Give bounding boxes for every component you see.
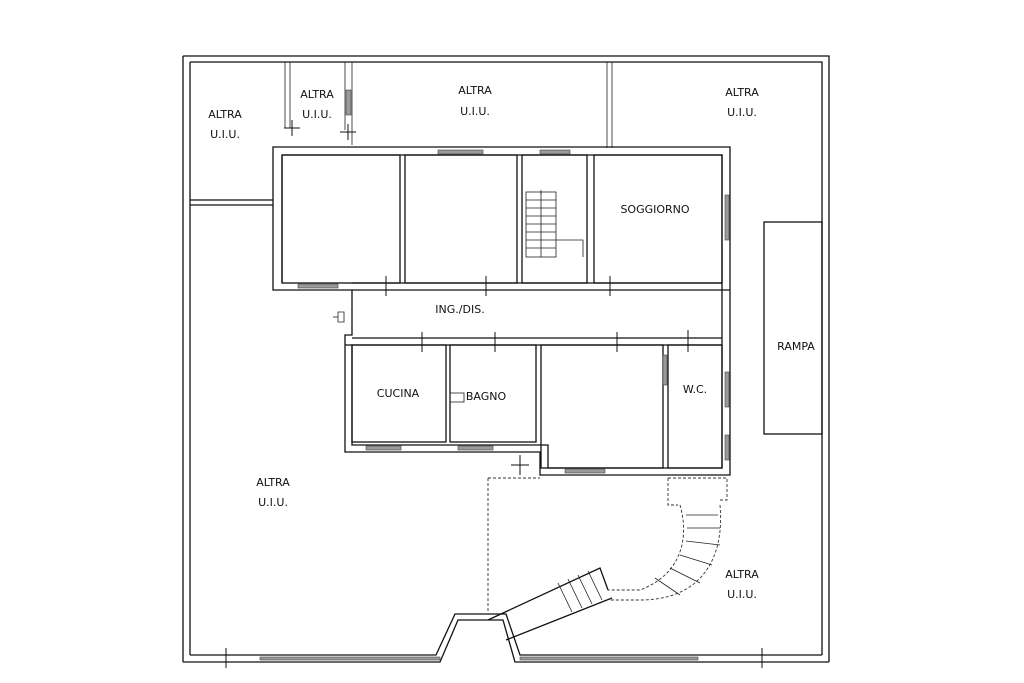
label-uiu-bottom-right: U.I.U. (727, 588, 757, 601)
label-altra-top-left: ALTRA (208, 108, 242, 121)
label-soggiorno: SOGGIORNO (620, 203, 689, 216)
label-altra-bottom-right: ALTRA (725, 568, 759, 581)
label-ingresso: ING./DIS. (435, 303, 484, 316)
internal-stairs (525, 190, 584, 258)
windows (297, 149, 730, 474)
label-uiu-bottom-left: U.I.U. (258, 496, 288, 509)
label-altra-top-center: ALTRA (458, 84, 492, 97)
label-uiu-top-right: U.I.U. (727, 106, 757, 119)
external-stairs (487, 477, 728, 641)
label-altra-top-small: ALTRA (300, 88, 334, 101)
label-rampa: RAMPA (777, 340, 815, 353)
ramp (763, 221, 823, 435)
label-bagno: BAGNO (466, 390, 507, 403)
label-wc: W.C. (683, 383, 707, 396)
label-altra-top-right: ALTRA (725, 86, 759, 99)
door-marks (333, 276, 689, 475)
outer-boundary (182, 55, 830, 668)
label-uiu-top-left: U.I.U. (210, 128, 240, 141)
label-cucina: CUCINA (377, 387, 420, 400)
label-uiu-top-small: U.I.U. (302, 108, 332, 121)
adjacent-units-top (190, 62, 613, 206)
room-labels: ALTRA U.I.U. ALTRA U.I.U. ALTRA U.I.U. A… (208, 84, 815, 601)
apartment-walls (272, 146, 731, 476)
label-altra-bottom-left: ALTRA (256, 476, 290, 489)
label-uiu-top-center: U.I.U. (460, 105, 490, 118)
